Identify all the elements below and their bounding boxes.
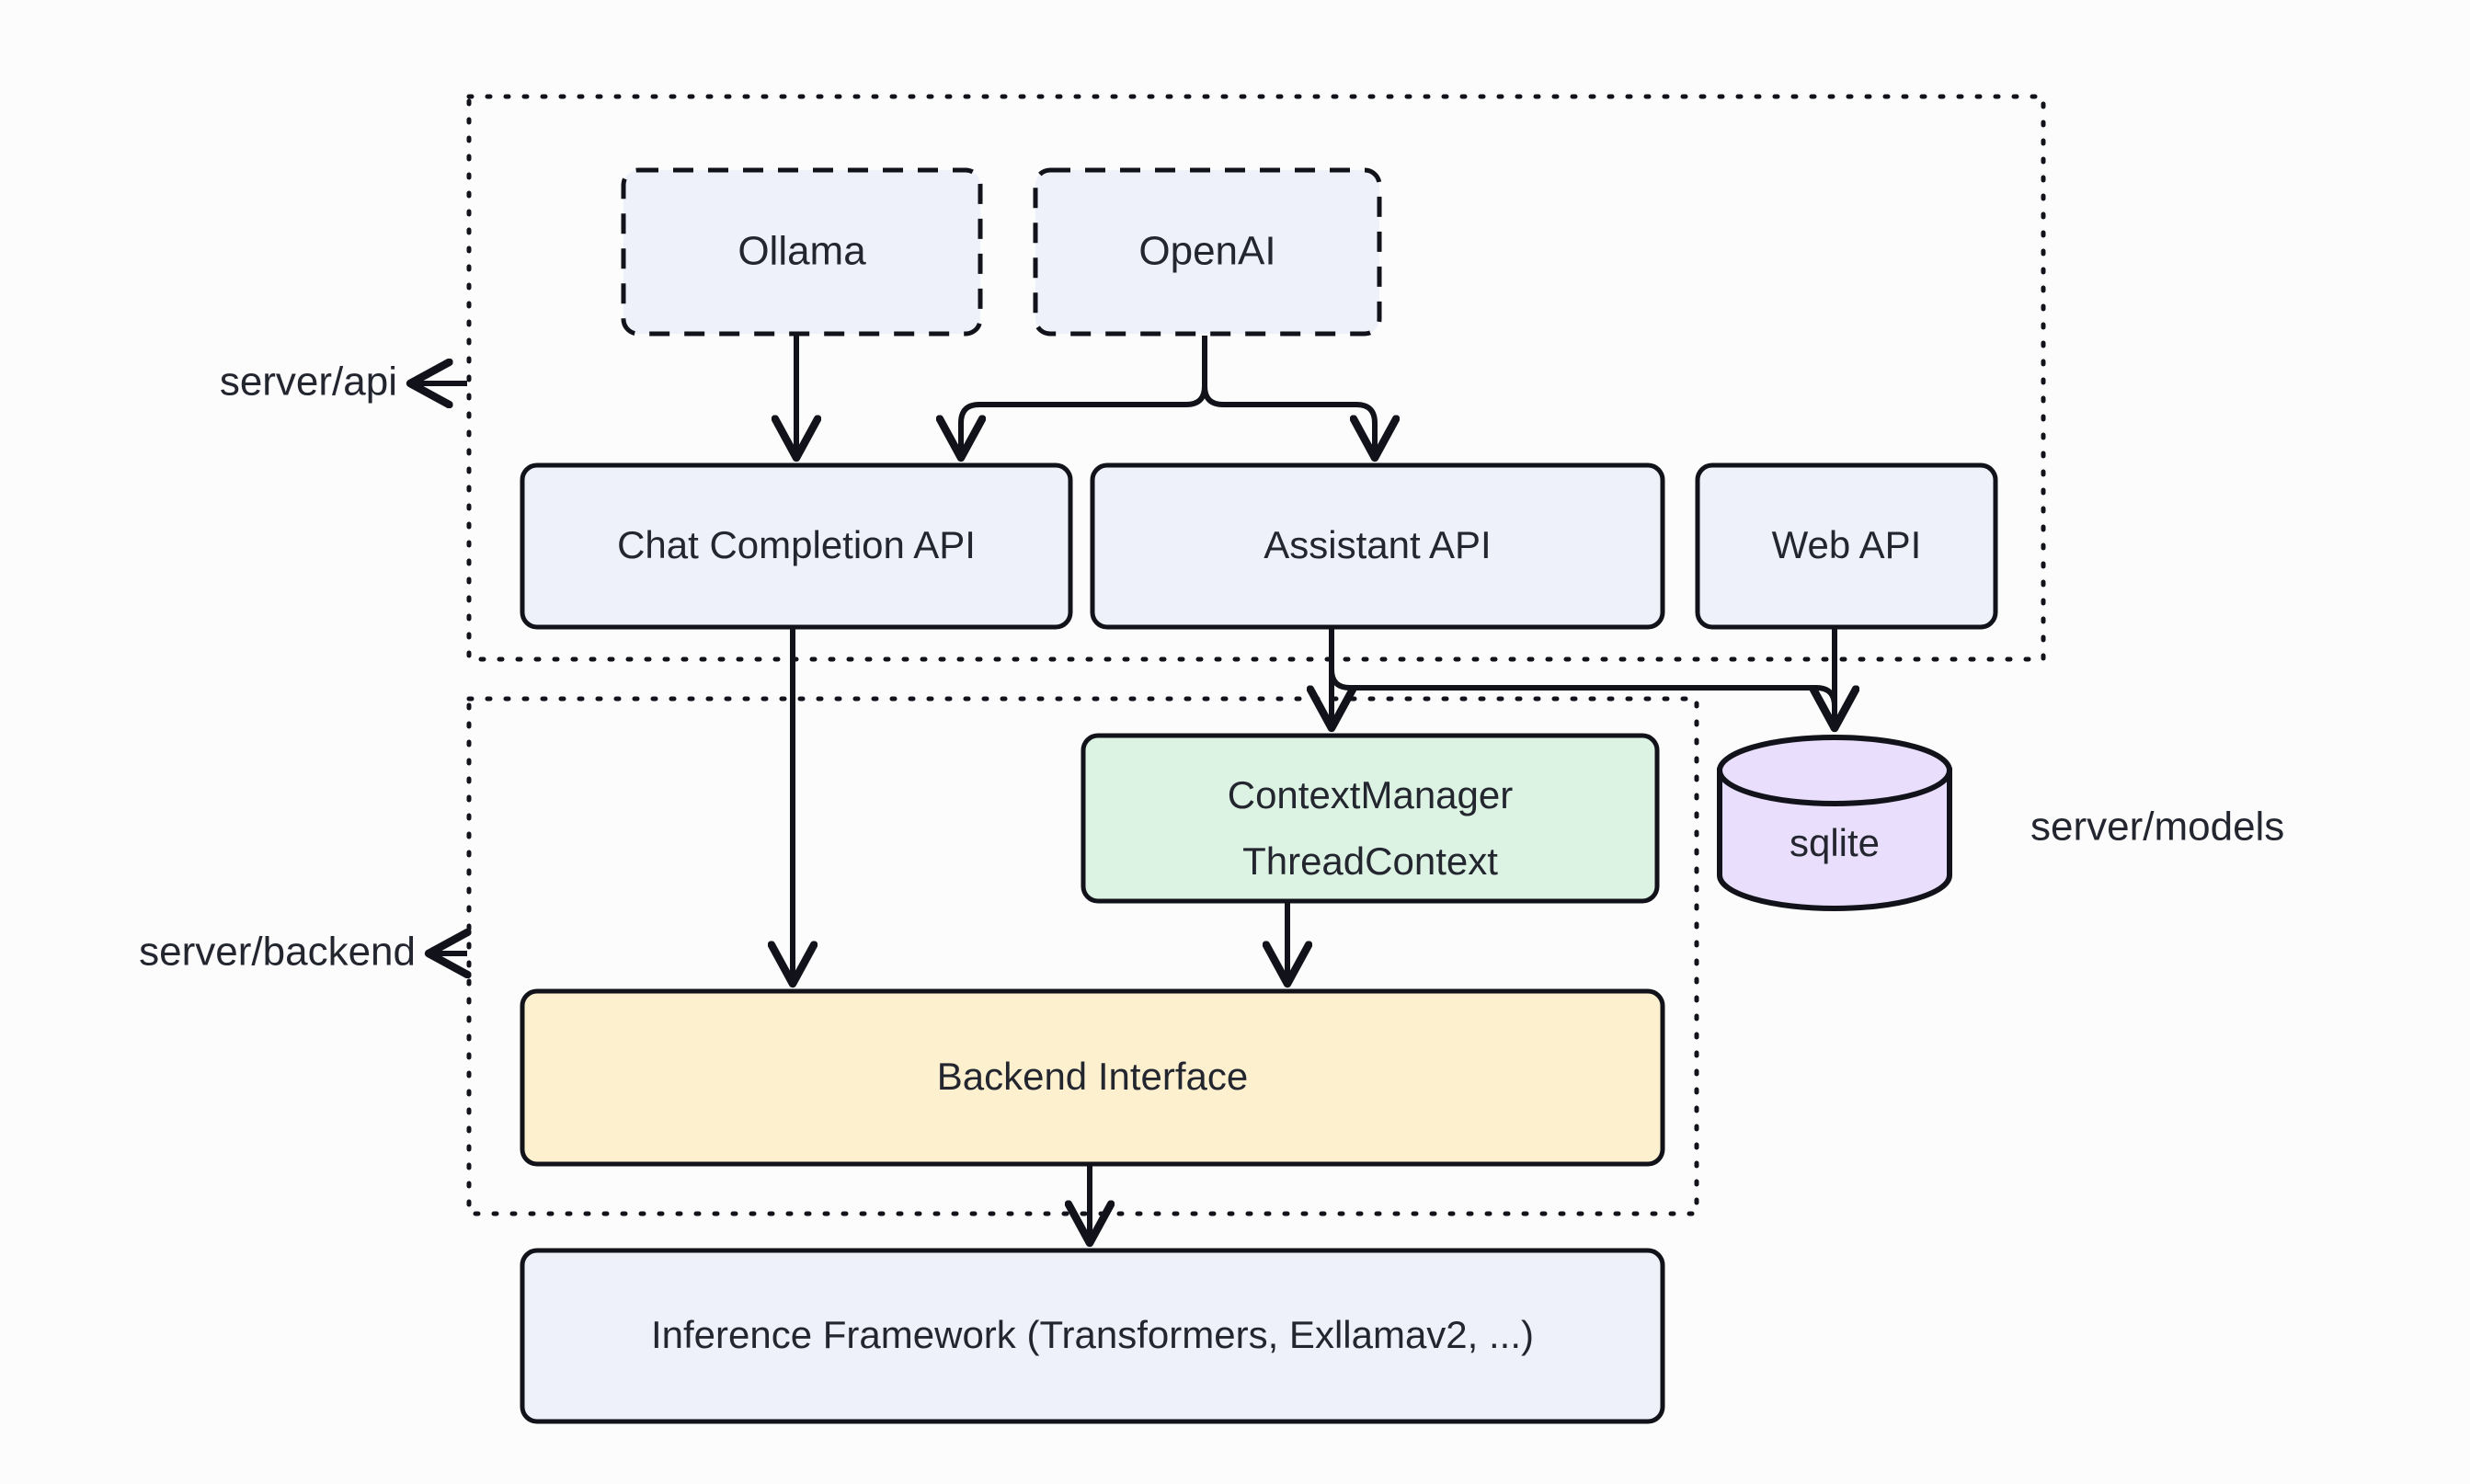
node-openai[interactable]: OpenAI [1033, 167, 1382, 337]
node-sqlite[interactable]: sqlite [1717, 735, 1952, 911]
node-openai-box[interactable] [1033, 167, 1382, 337]
group-label-server-backend-text: server/backend [139, 930, 416, 975]
node-backend-interface-label: Backend Interface [937, 1055, 1249, 1098]
node-assistant-api-label: Assistant API [1264, 523, 1491, 566]
node-chat-completion-api-label: Chat Completion API [617, 523, 976, 566]
node-assistant-api-box[interactable] [1090, 462, 1665, 630]
node-ollama-label: Ollama [738, 229, 866, 274]
node-inference-framework-label: Inference Framework (Transformers, Exlla… [651, 1313, 1534, 1356]
node-inference-framework[interactable]: Inference Framework (Transformers, Exlla… [520, 1248, 1665, 1424]
node-backend-interface[interactable]: Backend Interface [520, 988, 1665, 1167]
group-label-server-models: server/models [2030, 805, 2284, 850]
edge-openai-to-assistant-api [1202, 336, 1375, 456]
edge-openai-to-chat-api [961, 336, 1207, 456]
node-context-manager-label-line1: ContextManager [1228, 773, 1514, 816]
node-context-manager-label-line2: ThreadContext [1242, 839, 1498, 883]
node-web-api-box[interactable] [1695, 462, 1998, 630]
group-label-server-api-text: server/api [220, 360, 397, 405]
node-web-api[interactable]: Web API [1695, 462, 1998, 630]
group-container-server-api [466, 94, 2046, 662]
node-assistant-api[interactable]: Assistant API [1090, 462, 1665, 630]
group-label-server-api: server/api [220, 360, 467, 405]
node-chat-completion-api[interactable]: Chat Completion API [520, 462, 1073, 630]
node-web-api-label: Web API [1772, 523, 1922, 566]
node-ollama-box[interactable] [621, 167, 983, 337]
node-sqlite-top [1717, 735, 1952, 806]
node-context-manager-box[interactable] [1081, 733, 1660, 904]
node-openai-label: OpenAI [1138, 229, 1275, 274]
node-sqlite-body[interactable] [1717, 768, 1952, 911]
node-chat-completion-api-box[interactable] [520, 462, 1073, 630]
node-inference-framework-box[interactable] [520, 1248, 1665, 1424]
node-backend-interface-box[interactable] [520, 988, 1665, 1167]
group-label-server-backend: server/backend [139, 930, 467, 975]
node-context-manager[interactable]: ContextManager ThreadContext [1081, 733, 1660, 904]
node-sqlite-label: sqlite [1790, 821, 1880, 864]
edge-assistant-api-to-sqlite [1329, 627, 1835, 726]
node-ollama[interactable]: Ollama [621, 167, 983, 337]
